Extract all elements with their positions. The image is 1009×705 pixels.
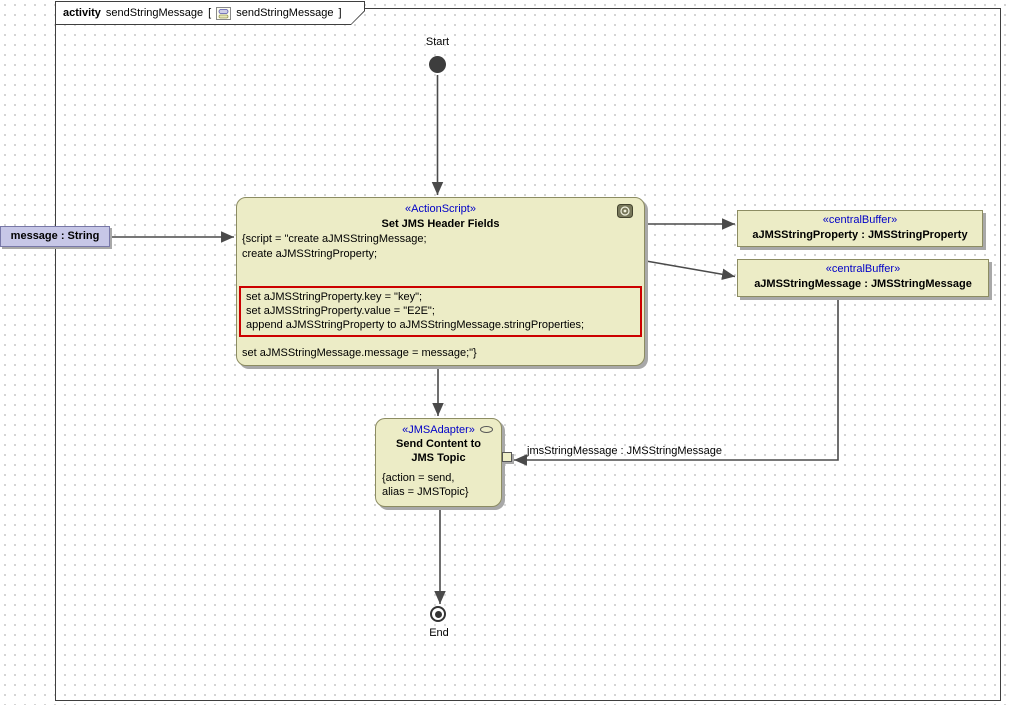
central-buffer-jmsstringmessage[interactable]: «centralBuffer» aJMSStringMessage : JMSS… bbox=[737, 259, 989, 297]
script-line: set aJMSStringProperty.key = "key"; bbox=[246, 291, 423, 303]
central-buffer-jmsstringproperty[interactable]: «centralBuffer» aJMSStringProperty : JMS… bbox=[737, 210, 983, 247]
buffer2-label: aJMSStringMessage : JMSStringMessage bbox=[754, 278, 972, 290]
adapter-title-line1: Send Content to bbox=[396, 438, 481, 450]
adapter-property-line: alias = JMSTopic} bbox=[382, 486, 469, 498]
adapter-title-line2: JMS Topic bbox=[411, 452, 466, 464]
action-script-icon bbox=[617, 204, 633, 221]
activity-final-node[interactable] bbox=[430, 606, 446, 622]
buffer2-stereotype: «centralBuffer» bbox=[825, 263, 901, 275]
action-stereotype: «ActionScript» bbox=[405, 203, 476, 215]
highlighted-script-region: set aJMSStringProperty.key = "key"; set … bbox=[239, 286, 642, 337]
parameter-node-message[interactable]: message : String bbox=[0, 226, 110, 247]
activity-diagram-icon bbox=[216, 7, 231, 20]
frame-keyword: activity bbox=[63, 7, 101, 19]
pin-label: jmsStringMessage : JMSStringMessage bbox=[527, 445, 723, 457]
input-pin-jmsstringmessage[interactable] bbox=[502, 452, 512, 462]
action-node-set-jms-header-fields[interactable]: «ActionScript» Set JMS Header Fields {sc… bbox=[236, 197, 645, 366]
frame-open-bracket: [ bbox=[208, 7, 212, 19]
adapter-property-line: {action = send, bbox=[382, 472, 455, 484]
buffer1-stereotype: «centralBuffer» bbox=[822, 214, 898, 226]
adapter-node-send-content-to-jms-topic[interactable]: «JMSAdapter» Send Content to JMS Topic {… bbox=[375, 418, 502, 507]
action-title: Set JMS Header Fields bbox=[381, 218, 500, 230]
adapter-rake-icon bbox=[480, 426, 493, 433]
start-label: Start bbox=[425, 36, 450, 48]
buffer1-label: aJMSStringProperty : JMSStringProperty bbox=[752, 229, 968, 241]
script-line: {script = "create aJMSStringMessage; bbox=[242, 233, 427, 245]
activity-frame-border bbox=[55, 8, 1001, 701]
initial-node[interactable] bbox=[429, 56, 446, 73]
activity-final-dot bbox=[434, 610, 442, 618]
diagram-frame-tab[interactable]: activity sendStringMessage [ sendStringM… bbox=[55, 1, 365, 25]
frame-close-bracket: ] bbox=[338, 7, 342, 19]
script-line: set aJMSStringProperty.value = "E2E"; bbox=[246, 305, 435, 317]
end-label: End bbox=[429, 627, 449, 639]
script-line: set aJMSStringMessage.message = message;… bbox=[242, 347, 477, 359]
script-line: append aJMSStringProperty to aJMSStringM… bbox=[246, 319, 585, 331]
frame-name: sendStringMessage bbox=[105, 7, 204, 19]
adapter-stereotype: «JMSAdapter» bbox=[402, 424, 475, 436]
script-line: create aJMSStringProperty; bbox=[242, 248, 378, 260]
frame-diagram-name: sendStringMessage bbox=[236, 7, 334, 19]
